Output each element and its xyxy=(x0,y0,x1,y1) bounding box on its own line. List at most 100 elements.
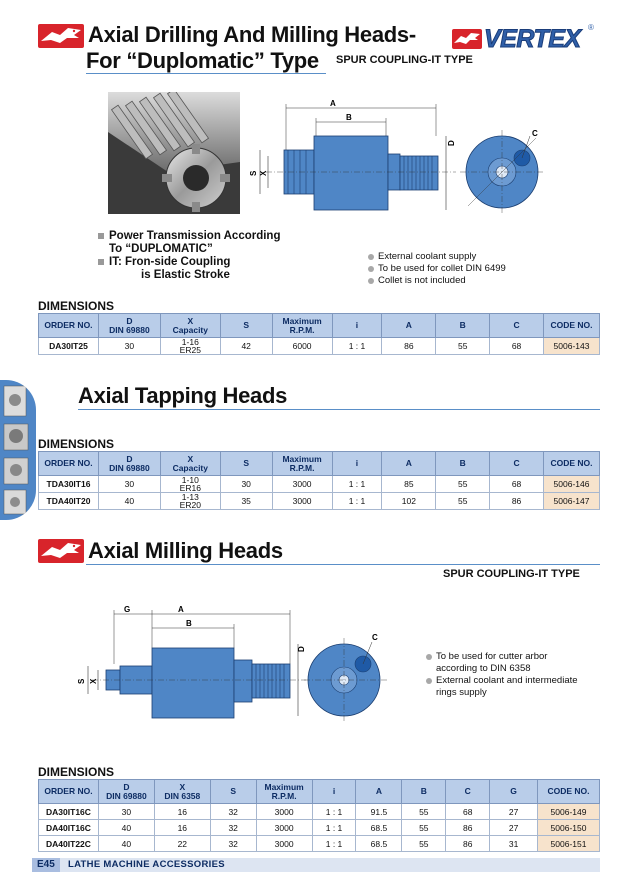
column-header: A xyxy=(381,451,437,476)
table-cell: 86 xyxy=(381,337,437,355)
table-cell: 55 xyxy=(401,819,447,836)
table-cell: 5006-147 xyxy=(543,492,600,510)
section2-title: Axial Tapping Heads xyxy=(78,383,288,408)
table-cell-line: 1-10 xyxy=(181,475,199,485)
table-cell-line: 1-13 xyxy=(181,492,199,502)
column-header: i xyxy=(331,451,383,476)
table-cell: 3000 xyxy=(255,835,313,852)
column-header: C xyxy=(445,779,491,804)
column-header-text: i xyxy=(332,786,336,796)
column-header-text: B xyxy=(459,458,466,468)
table-cell: 40 xyxy=(97,835,155,852)
table-cell: 32 xyxy=(209,819,257,836)
section1-title-line1: Axial Drilling And Milling Heads- xyxy=(88,22,416,47)
milling-head-drawing: G A B D S X C xyxy=(76,604,396,734)
table-cell: 86 xyxy=(445,835,491,852)
note-text: according to DIN 6358 xyxy=(436,663,531,674)
column-header: A xyxy=(381,313,437,338)
column-header: G xyxy=(489,779,539,804)
title-rule xyxy=(86,564,600,565)
column-header-text: C xyxy=(513,458,520,468)
column-header-text: S xyxy=(243,320,250,330)
column-header-text: Capacity xyxy=(172,462,208,473)
table-cell: 68.5 xyxy=(355,819,403,836)
table-cell: 27 xyxy=(489,819,539,836)
column-header-text: i xyxy=(355,458,359,468)
column-header-text: DIN 69880 xyxy=(109,324,150,335)
column-header-text: X xyxy=(179,781,186,792)
column-header: C xyxy=(489,451,544,476)
column-header-text: X xyxy=(187,315,194,326)
column-header-text: A xyxy=(405,458,412,468)
column-header-text: DIN 6358 xyxy=(164,790,201,801)
table-cell-line: 1-16 xyxy=(181,337,199,347)
column-header-text: D xyxy=(126,453,133,464)
table-cell: 1 : 1 xyxy=(311,835,357,852)
table-cell: 42 xyxy=(219,337,273,355)
dim-label-a: A xyxy=(178,605,184,614)
table-cell: 86 xyxy=(489,492,544,510)
column-header: i xyxy=(311,779,357,804)
table-cell: TDA40IT20 xyxy=(38,492,99,510)
bird-logo-icon xyxy=(38,539,84,563)
column-header-text: R.P.M. xyxy=(289,462,315,473)
table-cell: 55 xyxy=(435,337,491,355)
column-header-text: CODE NO. xyxy=(550,458,593,468)
table-cell: 102 xyxy=(381,492,437,510)
footer-bar xyxy=(32,858,600,872)
note-item: External coolant supply xyxy=(368,251,506,263)
table-cell: 30 xyxy=(219,475,273,493)
table-cell: 5006-143 xyxy=(543,337,600,355)
registered-mark: ® xyxy=(588,23,594,32)
column-header-text: Maximum xyxy=(264,781,304,792)
table-cell: 6000 xyxy=(271,337,333,355)
column-header-text: Maximum xyxy=(282,315,322,326)
dim-label-s: S xyxy=(249,170,258,176)
table-cell: 68 xyxy=(445,803,491,820)
table-cell: 91.5 xyxy=(355,803,403,820)
column-header: i xyxy=(331,313,383,338)
table-cell-line: ER25 xyxy=(179,345,201,355)
column-header-text: D xyxy=(123,781,130,792)
table-cell: 85 xyxy=(381,475,437,493)
section1-subtitle: SPUR COUPLING-IT TYPE xyxy=(336,54,473,66)
dim-label-a: A xyxy=(330,99,336,108)
table-cell: TDA30IT16 xyxy=(38,475,99,493)
column-header: B xyxy=(435,451,491,476)
vertex-logo: VERTEX ® xyxy=(452,23,594,54)
dim-label-g: G xyxy=(124,605,130,614)
section3-title: Axial Milling Heads xyxy=(88,538,283,563)
dim-label-d: D xyxy=(297,646,306,652)
column-header-text: DIN 69880 xyxy=(106,790,147,801)
table-cell: 1 : 1 xyxy=(311,803,357,820)
column-header-text: CODE NO. xyxy=(550,320,593,330)
column-header: S xyxy=(219,451,273,476)
dim-label-x: X xyxy=(259,170,268,176)
table-cell: 3000 xyxy=(255,819,313,836)
section3-subtitle: SPUR COUPLING-IT TYPE xyxy=(443,568,580,580)
column-header: S xyxy=(209,779,257,804)
side-thumbnail-tab xyxy=(0,380,36,520)
column-header-text: S xyxy=(243,458,250,468)
table-cell: 32 xyxy=(209,835,257,852)
table-cell: 5006-151 xyxy=(537,835,600,852)
column-header: B xyxy=(435,313,491,338)
drilling-head-drawing: A B D S X C xyxy=(246,96,546,220)
section2-dimensions-heading: DIMENSIONS xyxy=(38,437,115,451)
column-header-text: A xyxy=(405,320,412,330)
table-cell: DA40IT22C xyxy=(38,835,99,852)
